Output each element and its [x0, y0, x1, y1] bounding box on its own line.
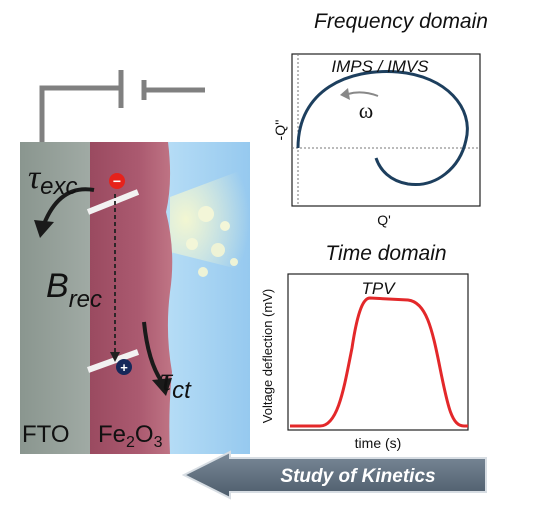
kinetics-banner-arrow: Study of Kinetics	[182, 450, 487, 500]
imps-imvs-label: IMPS / IMVS	[331, 57, 429, 76]
hole-carrier	[116, 359, 132, 375]
recombination-arrowhead	[110, 352, 120, 362]
hole-sign: +	[120, 360, 128, 375]
imps-spiral-curve	[296, 70, 469, 186]
frequency-domain-title: Frequency domain	[314, 10, 488, 33]
charge-transfer-arrowhead	[152, 378, 172, 396]
bubble	[220, 221, 230, 231]
bubble	[211, 243, 225, 257]
fto-layer	[20, 142, 90, 454]
omega-label: ω	[359, 98, 373, 123]
device-layers: − + τexc Brec τct FTO Fe2O3	[20, 142, 250, 454]
bubble	[230, 258, 238, 266]
bubble	[186, 238, 198, 250]
omega-arrowhead	[340, 88, 350, 100]
time-domain-title: Time domain	[325, 242, 447, 265]
valence-level	[86, 349, 140, 373]
tau-ct-label: τct	[160, 361, 192, 404]
b-rec-label: Brec	[46, 267, 102, 313]
extraction-arrow	[42, 187, 95, 225]
tpv-curve	[290, 296, 468, 428]
charge-transfer-arrow	[142, 321, 164, 384]
electron-sign: −	[113, 173, 121, 189]
frequency-plot-frame	[291, 53, 481, 207]
frequency-y-axis-label: -Q''	[272, 120, 288, 141]
fe2o3-layer	[90, 142, 173, 454]
frequency-x-axis-label: Q'	[377, 212, 391, 228]
fe2o3-layer-label: Fe2O3	[98, 421, 163, 451]
tau-exc-label: τexc	[28, 159, 78, 200]
conduction-level	[86, 189, 140, 215]
banner-arrow-shape	[182, 450, 487, 500]
fto-layer-label: FTO	[22, 421, 70, 448]
electron-carrier	[109, 173, 125, 189]
banner-label: Study of Kinetics	[280, 466, 435, 487]
omega-direction-arrow	[347, 91, 379, 97]
device-cross-section: − + τexc Brec τct FTO Fe2O3	[20, 142, 250, 454]
bubble	[198, 267, 208, 277]
frequency-plot: IMPS / IMVS ω -Q'' Q'	[272, 53, 481, 228]
extraction-arrowhead	[34, 220, 54, 238]
time-x-axis-label: time (s)	[355, 435, 402, 451]
tpv-label: TPV	[361, 279, 396, 298]
time-plot: TPV Voltage deflection (mV) time (s)	[260, 273, 469, 451]
time-y-axis-label: Voltage deflection (mV)	[260, 289, 275, 423]
circuit-wire-left	[39, 85, 120, 142]
bubble	[198, 206, 214, 222]
